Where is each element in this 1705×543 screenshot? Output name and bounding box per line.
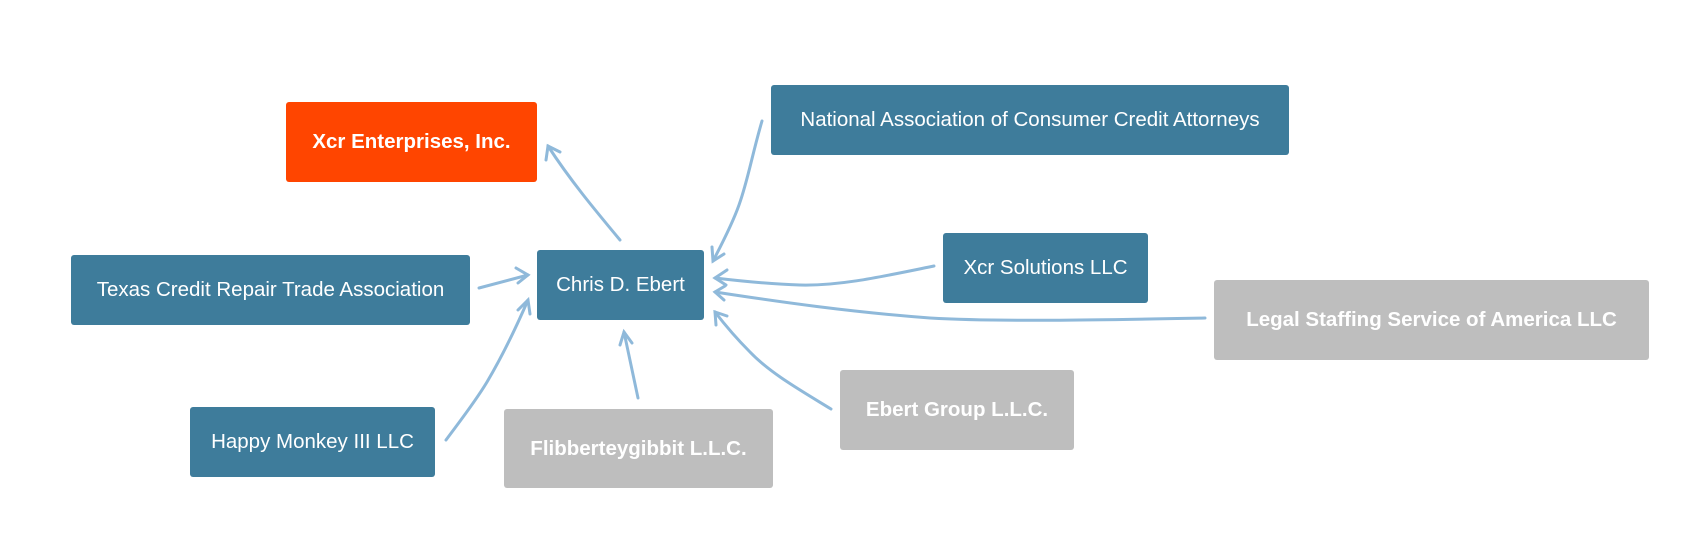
node-happy-monkey-iii[interactable]: Happy Monkey III LLC xyxy=(190,407,435,477)
node-ebert-group[interactable]: Ebert Group L.L.C. xyxy=(840,370,1074,450)
node-label: Flibberteygibbit L.L.C. xyxy=(530,436,747,460)
node-national-association-of-consumer-credit-attorneys[interactable]: National Association of Consumer Credit … xyxy=(771,85,1289,155)
edge-texas-to-ebert xyxy=(477,266,531,290)
node-label: Texas Credit Repair Trade Association xyxy=(96,278,445,301)
node-xcr-solutions[interactable]: Xcr Solutions LLC xyxy=(943,233,1148,303)
node-xcr-enterprises[interactable]: Xcr Enterprises, Inc. xyxy=(286,102,537,182)
edge-flibberteygibbit-to-ebert xyxy=(618,328,640,400)
node-label: National Association of Consumer Credit … xyxy=(800,108,1260,131)
edge-happy-monkey-to-ebert xyxy=(444,296,532,442)
node-chris-d-ebert[interactable]: Chris D. Ebert xyxy=(537,250,704,320)
edge-ebert-group-to-ebert xyxy=(713,309,833,411)
edge-xcr-solutions-to-ebert xyxy=(712,264,936,287)
node-flibberteygibbit[interactable]: Flibberteygibbit L.L.C. xyxy=(504,409,773,488)
node-texas-credit-repair-trade-association[interactable]: Texas Credit Repair Trade Association xyxy=(71,255,470,325)
edge-ebert-to-xcr-enterprises xyxy=(544,143,622,242)
edge-legal-staffing-to-ebert xyxy=(712,284,1207,322)
node-label: Legal Staffing Service of America LLC xyxy=(1246,308,1617,331)
node-label: Chris D. Ebert xyxy=(556,273,685,296)
node-label: Xcr Enterprises, Inc. xyxy=(312,130,511,153)
node-legal-staffing-service-of-america[interactable]: Legal Staffing Service of America LLC xyxy=(1214,280,1649,360)
edge-nacca-to-ebert xyxy=(710,119,764,264)
node-label: Ebert Group L.L.C. xyxy=(865,398,1049,421)
node-label: Happy Monkey III LLC xyxy=(211,430,414,453)
node-label: Xcr Solutions LLC xyxy=(963,256,1128,279)
